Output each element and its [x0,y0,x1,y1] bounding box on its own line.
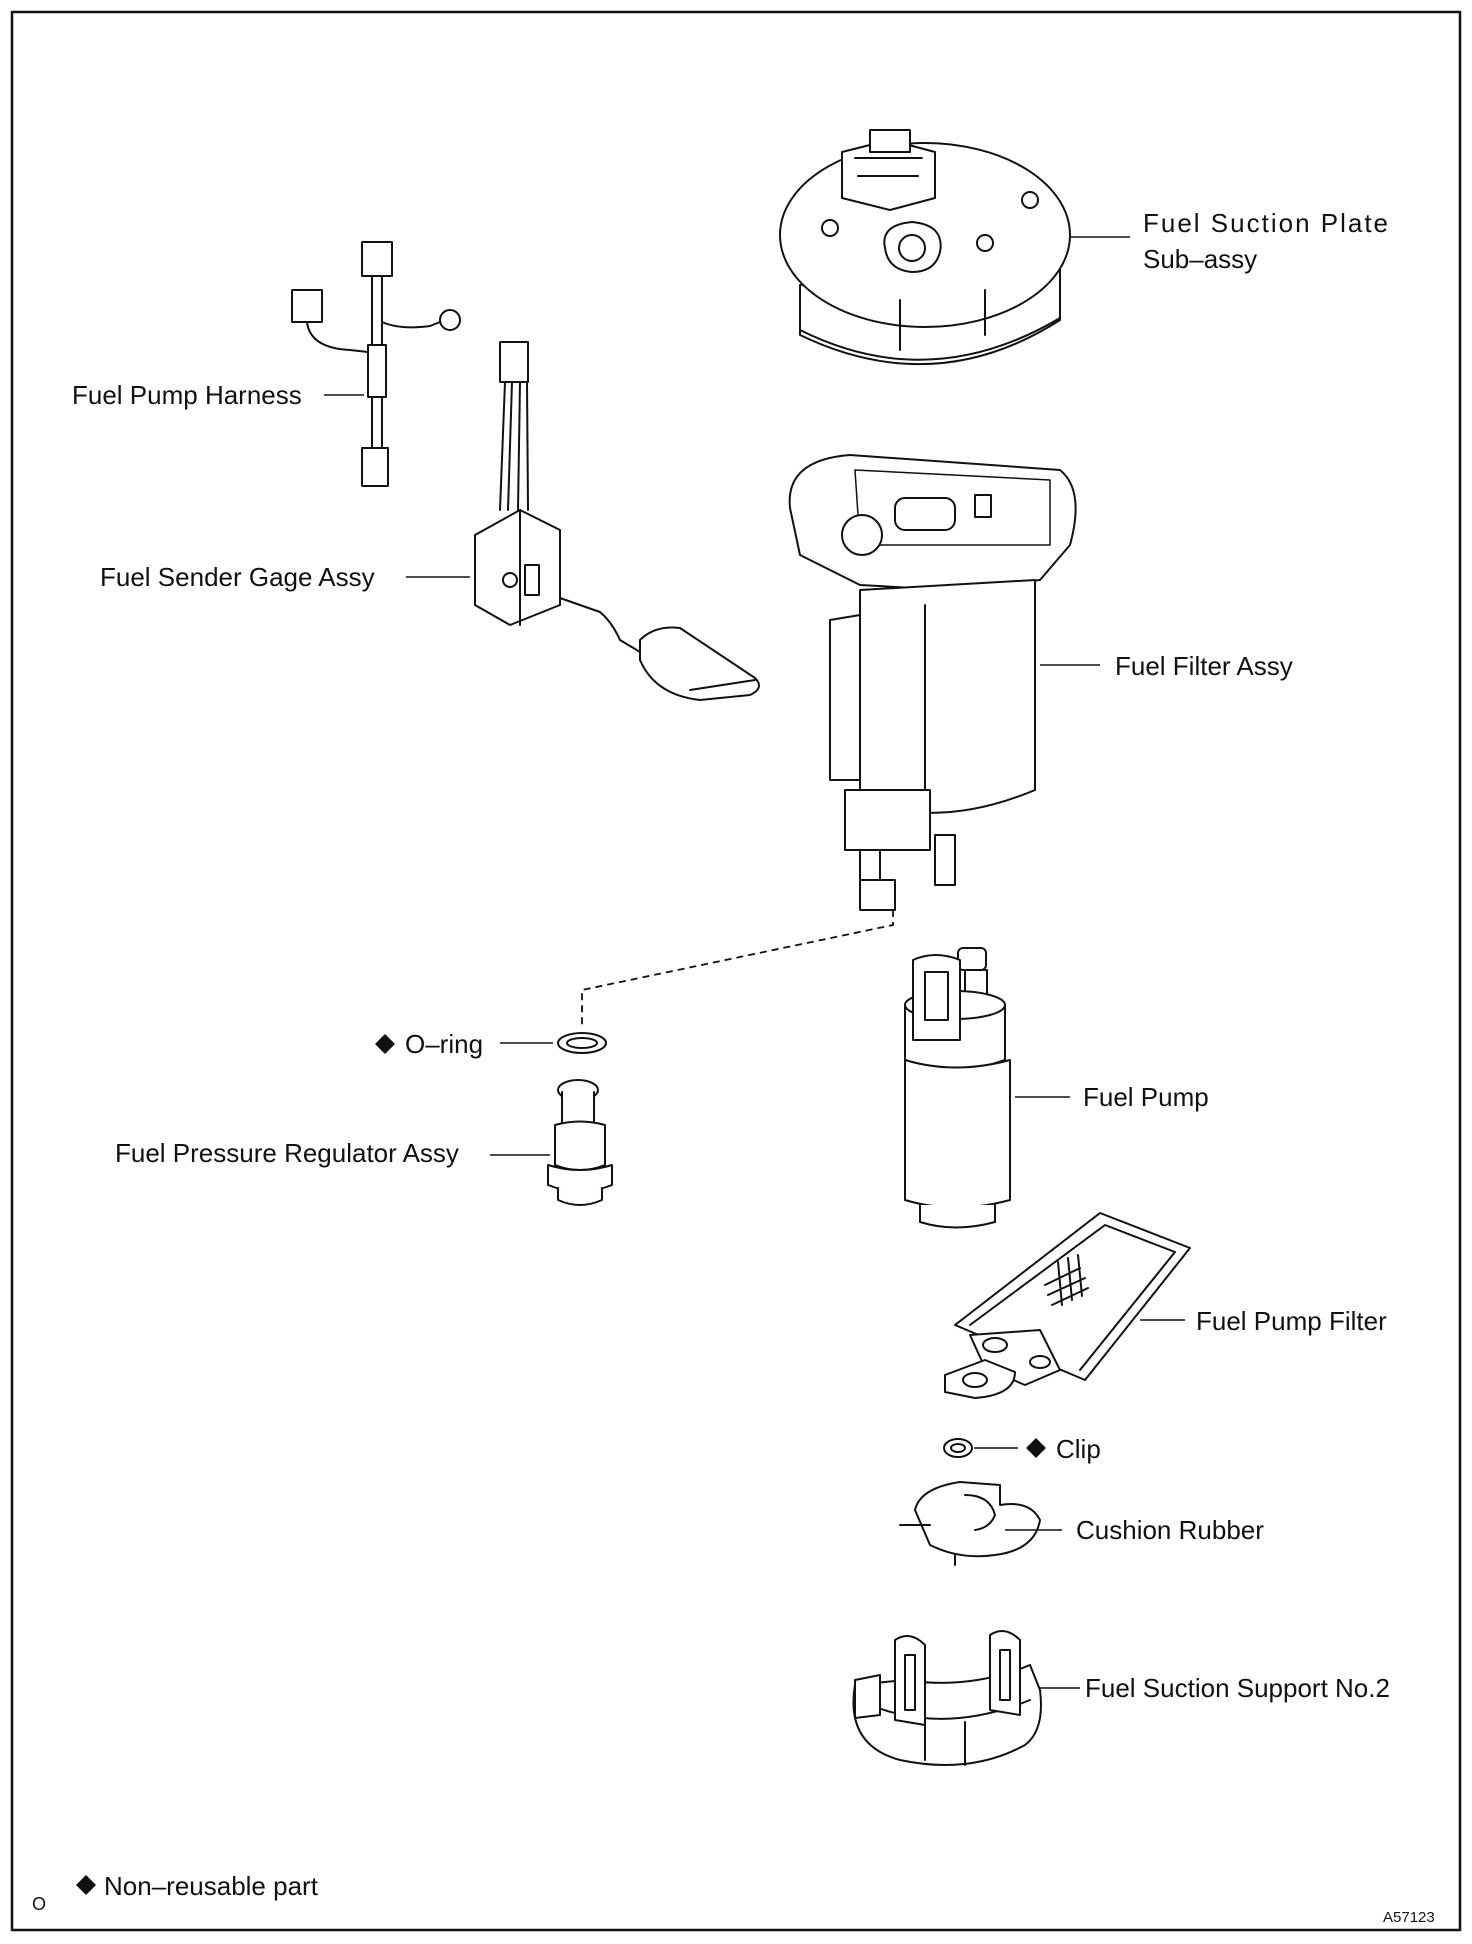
fuel-pump-filter-label: Fuel Pump Filter [1196,1306,1387,1336]
figure-code: A57123 [1383,1909,1435,1926]
fuel-pressure-regulator-part [547,1079,613,1206]
fuel-sender-gage-label: Fuel Sender Gage Assy [100,562,375,592]
fuel-filter-label: Fuel Filter Assy [1115,651,1293,681]
clip-part [943,1438,973,1458]
assembly-dashed-line [581,910,894,1025]
fuel-pump-harness-label: Fuel Pump Harness [72,380,302,410]
fuel-pressure-regulator-label: Fuel Pressure Regulator Assy [115,1138,459,1168]
fuel-suction-support-label: Fuel Suction Support No.2 [1085,1673,1390,1703]
fuel-suction-support-part [852,1630,1042,1766]
fuel-pump-label: Fuel Pump [1083,1082,1209,1112]
cushion-rubber-part [899,1481,1041,1566]
fuel-suction-plate-part [779,129,1071,366]
corner-mark: O [32,1894,46,1914]
clip-label: Clip [1056,1434,1101,1464]
legend-non-reusable-icon [76,1875,96,1895]
clip-non-reusable-icon [1026,1438,1046,1458]
fuel-suction-plate-label-line2: Sub–assy [1143,244,1257,274]
clip-inner [950,1443,966,1453]
fuel-pump-part [904,947,1011,1229]
legend-text: Non–reusable part [104,1871,319,1901]
fuel-suction-plate-label-line1: Fuel Suction Plate [1143,208,1390,238]
o-ring-inner [566,1037,598,1049]
fuel-pump-filter-part [944,1212,1191,1399]
o-ring-non-reusable-icon [375,1034,395,1054]
fuel-pump-harness-part [291,241,461,487]
page-frame [10,10,1462,1932]
o-ring-part [557,1032,607,1054]
fuel-sender-gage-part [474,341,760,701]
fuel-filter-part [788,454,1077,911]
cushion-rubber-label: Cushion Rubber [1076,1515,1264,1545]
o-ring-label: O–ring [405,1029,483,1059]
